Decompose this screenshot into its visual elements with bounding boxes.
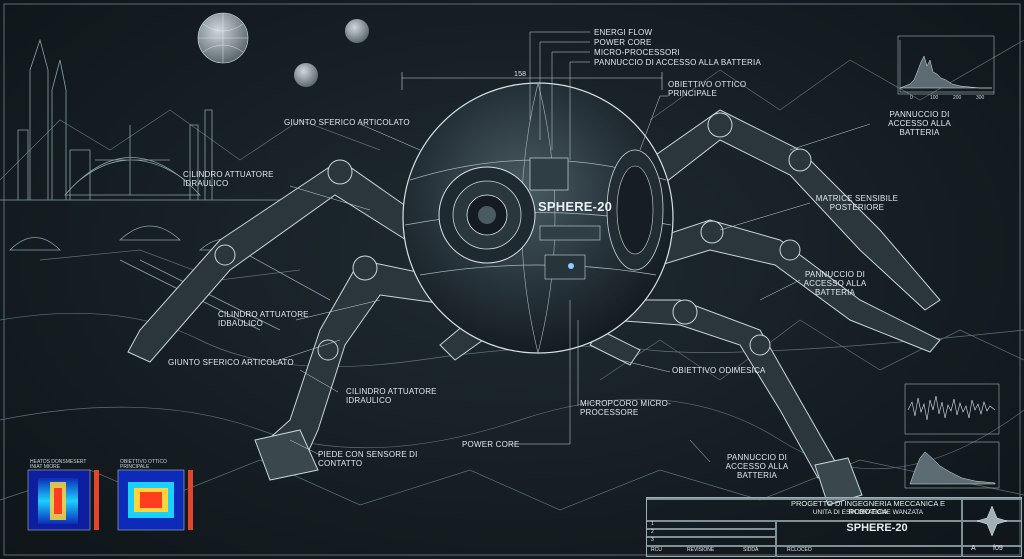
sphere-name-label: SPHERE-20 bbox=[538, 199, 613, 214]
label-microprocessor: MICROPCORO MICRO-PROCESSORE bbox=[580, 399, 671, 417]
sheet-letter: A bbox=[971, 545, 976, 552]
label-cilindro-3: CILINDRO ATTUATORE IDRAULICO bbox=[346, 387, 437, 405]
legend-pannuccio: PANNUCCIO DI ACCESSO ALLA BATTERIA bbox=[594, 58, 761, 67]
legend-micro-processori: MICRO-PROCESSORI bbox=[594, 48, 680, 57]
legend-energi-flow: ENERGI FLOW bbox=[594, 28, 653, 37]
label-giunto-top: GIUNTO SFERICO ARTICOLATO bbox=[284, 118, 410, 127]
label-pannuccio-bottom: PANNUCCIO DI ACCESSO ALLA BATTERIA bbox=[725, 453, 789, 480]
top-right-histogram bbox=[897, 35, 995, 95]
title-line-1: PROGETTO DI INGEGNERIA MECCANICA E ROBOT… bbox=[790, 499, 946, 516]
leader-lines bbox=[272, 31, 871, 463]
logo-emblem-icon bbox=[976, 505, 1008, 537]
heatmap-2 bbox=[117, 469, 193, 531]
label-giunto-left: GIUNTO SFERICO ARTICOLATO bbox=[168, 358, 294, 367]
label-pannuccio-mid-right: PANNUCCIO DI ACCESSO ALLA BATTERIA bbox=[803, 270, 867, 297]
title-name: SPHERE-20 bbox=[846, 522, 908, 534]
title-block: PROGETTO DI INGEGNERIA MECCANICA E ROBOT… bbox=[646, 497, 1022, 557]
legend-power-core: POWER CORE bbox=[594, 38, 652, 47]
sheet-number: f09 bbox=[993, 545, 1003, 552]
title-line-2: UNITA DI ESPLORAEGNE WANZATA bbox=[812, 509, 924, 516]
label-cilindro-2: CILINDRO ATTUATORE IDBAULICO bbox=[218, 310, 309, 328]
label-power-core-bottom: POWER CORE bbox=[462, 440, 520, 449]
footer-revisione: REVISIONE bbox=[687, 547, 715, 553]
footer-rcloceo: RCLOCEO bbox=[787, 547, 812, 553]
dimension-line bbox=[401, 72, 663, 90]
chart-tick-0: 0 bbox=[910, 95, 913, 101]
sphere-body bbox=[402, 82, 674, 354]
label-piede: PIEDE CON SENSORE DI CONTATTO bbox=[318, 450, 418, 468]
chart-tick-300: 300 bbox=[976, 95, 985, 101]
robot-legs bbox=[127, 109, 941, 506]
label-cilindro-1: CILINDRO ATTUATORE IDRAULICO bbox=[183, 170, 274, 188]
label-obiettivo-odi: OBIETTIVO ODIMESICA bbox=[672, 366, 766, 375]
right-decay-chart bbox=[904, 441, 1000, 489]
label-matrice: MATRICE SENSIBILE POSTERIORE bbox=[815, 194, 899, 212]
heatmap-1-title: HEATDS DONSMESERT INIAT MIORE bbox=[30, 459, 87, 470]
label-pannuccio-top-right: PANNUCCIO DI ACCESSO ALLA BATTERIA bbox=[888, 110, 951, 137]
frame-border bbox=[3, 3, 1021, 556]
heatmap-1 bbox=[27, 469, 99, 531]
dimension-value: 158 bbox=[514, 71, 527, 78]
heatmap-2-title: OBIETTIVO OTTICO PRINCIPALE bbox=[120, 459, 167, 470]
footer-sidda: SIDDA bbox=[743, 547, 759, 553]
footer-rcu: RCU bbox=[651, 547, 662, 553]
rev-row-3: 3 bbox=[651, 537, 654, 543]
chart-tick-200: 200 bbox=[953, 95, 962, 101]
chart-tick-100: 100 bbox=[930, 95, 939, 101]
right-waveform-chart bbox=[904, 383, 1000, 435]
label-obiettivo-ottico: OBIETTIVO OTTICO PRINCIPALE bbox=[668, 80, 747, 98]
rev-row-1: 1 bbox=[651, 521, 654, 527]
rev-row-2: 2 bbox=[651, 529, 654, 535]
moons bbox=[197, 12, 369, 87]
